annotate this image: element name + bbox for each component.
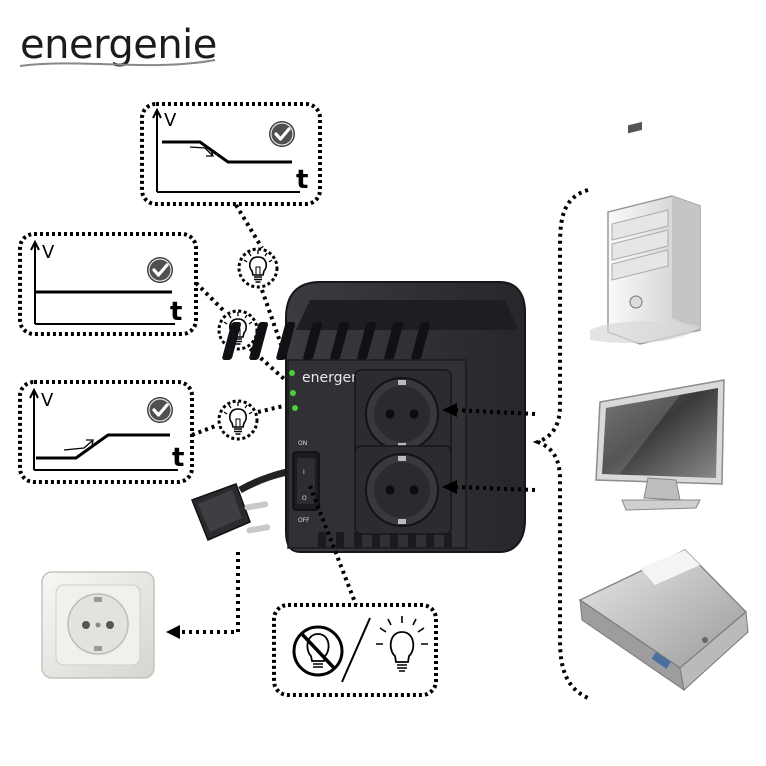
y-axis-label: V bbox=[41, 390, 54, 411]
led-indicator-3 bbox=[292, 405, 298, 411]
voltage-line bbox=[162, 142, 292, 162]
light-bulb-icon bbox=[376, 616, 428, 671]
light-bulb-icon bbox=[219, 401, 257, 439]
switch-on-label: ON bbox=[298, 440, 307, 447]
desktop-tower-icon bbox=[590, 122, 700, 344]
power-plug-icon bbox=[192, 470, 300, 540]
set-top-box-icon bbox=[580, 550, 748, 690]
brand-logo: energenie bbox=[20, 22, 217, 68]
graph-voltage-steady: V t bbox=[20, 234, 196, 334]
check-badge-icon bbox=[147, 397, 173, 423]
y-axis-label: V bbox=[164, 110, 177, 131]
connector-plug-to-wall bbox=[176, 552, 238, 632]
check-badge-icon bbox=[269, 121, 295, 147]
device-socket-upper bbox=[355, 370, 451, 458]
arrow-head bbox=[166, 625, 180, 639]
wall-socket-icon bbox=[42, 572, 154, 678]
divider-slash bbox=[342, 618, 370, 682]
monitor-icon bbox=[596, 380, 724, 510]
y-axis-label: V bbox=[42, 242, 55, 263]
led-indicator-1 bbox=[289, 370, 295, 376]
check-badge-icon bbox=[147, 257, 173, 283]
graph-voltage-increase: V t bbox=[20, 382, 192, 482]
load-brace bbox=[538, 190, 588, 698]
led-indicator-2 bbox=[290, 390, 296, 396]
switch-mark-on: I bbox=[303, 469, 305, 476]
x-axis-label: t bbox=[296, 165, 308, 195]
brand-logo-text: energenie bbox=[20, 22, 217, 68]
graph-axes bbox=[35, 244, 175, 324]
light-bulb-icon bbox=[239, 249, 277, 287]
lamp-on-off-box bbox=[274, 605, 436, 695]
device-socket-lower bbox=[355, 446, 451, 534]
light-bulb-crossed-icon bbox=[294, 627, 342, 675]
switch-mark-off: O bbox=[302, 495, 307, 502]
switch-off-label: OFF bbox=[298, 517, 310, 524]
voltage-line bbox=[36, 435, 170, 458]
graph-voltage-decrease: V t bbox=[142, 104, 320, 204]
x-axis-label: t bbox=[170, 297, 182, 327]
x-axis-label: t bbox=[172, 443, 184, 473]
